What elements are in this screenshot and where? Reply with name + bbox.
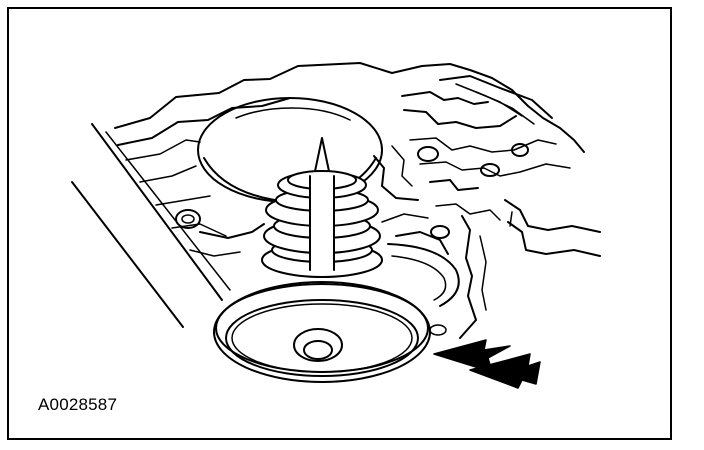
seal-ring-edge xyxy=(387,243,460,307)
accumulator-piston xyxy=(213,281,431,383)
figure-id-label: A0028587 xyxy=(38,395,118,414)
accumulator-spring xyxy=(261,170,383,278)
casting-holes xyxy=(175,143,529,336)
casting-passages xyxy=(114,62,601,339)
seal-ring-inner xyxy=(391,255,447,301)
body-edge-inner xyxy=(91,123,223,301)
body-edge-outer xyxy=(71,181,184,328)
body-edge-step xyxy=(105,131,231,291)
double-arrow-icon xyxy=(433,339,541,389)
